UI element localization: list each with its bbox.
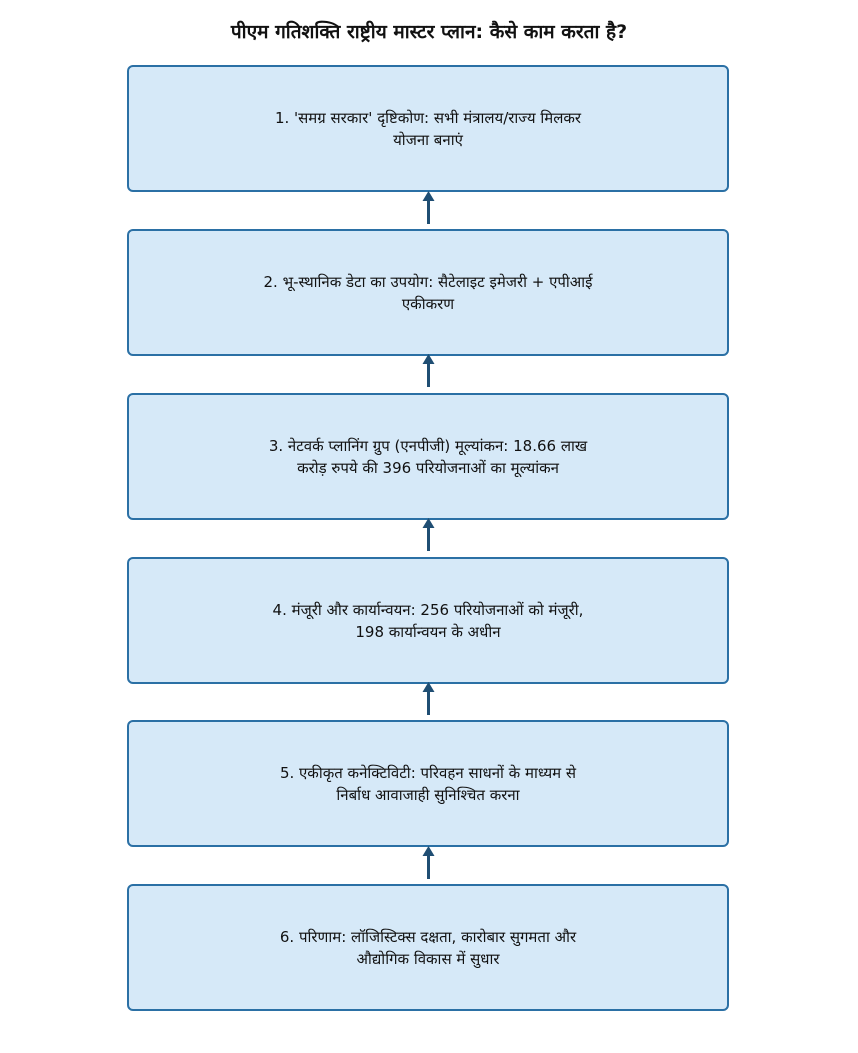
- step-2-text: 2. भू-स्थानिक डेटा का उपयोग: सैटेलाइट इम…: [263, 272, 593, 313]
- step-box-3: 3. नेटवर्क प्लानिंग ग्रुप (एनपीजी) मूल्य…: [127, 393, 729, 520]
- step-box-6: 6. परिणाम: लॉजिस्टिक्स दक्षता, कारोबार स…: [127, 884, 729, 1011]
- step-3-text: 3. नेटवर्क प्लानिंग ग्रुप (एनपीजी) मूल्य…: [268, 436, 588, 477]
- step-box-2: 2. भू-स्थानिक डेटा का उपयोग: सैटेलाइट इम…: [127, 229, 729, 356]
- step-4-text: 4. मंजूरी और कार्यान्वयन: 256 परियोजनाओं…: [272, 600, 584, 641]
- step-6-text: 6. परिणाम: लॉजिस्टिक्स दक्षता, कारोबार स…: [279, 927, 577, 968]
- step-5-text: 5. एकीकृत कनेक्टिविटी: परिवहन साधनों के …: [279, 763, 577, 804]
- arrow-up-icon: [422, 518, 435, 551]
- step-box-5: 5. एकीकृत कनेक्टिविटी: परिवहन साधनों के …: [127, 720, 729, 847]
- step-box-1: 1. 'समग्र सरकार' दृष्टिकोण: सभी मंत्रालय…: [127, 65, 729, 192]
- step-box-4: 4. मंजूरी और कार्यान्वयन: 256 परियोजनाओं…: [127, 557, 729, 684]
- step-1-text: 1. 'समग्र सरकार' दृष्टिकोण: सभी मंत्रालय…: [274, 108, 582, 149]
- arrow-up-icon: [422, 191, 435, 224]
- arrow-up-icon: [422, 846, 435, 879]
- arrow-up-icon: [422, 682, 435, 715]
- diagram-title: पीएम गतिशक्ति राष्ट्रीय मास्टर प्लान: कै…: [230, 21, 628, 43]
- arrow-up-icon: [422, 354, 435, 387]
